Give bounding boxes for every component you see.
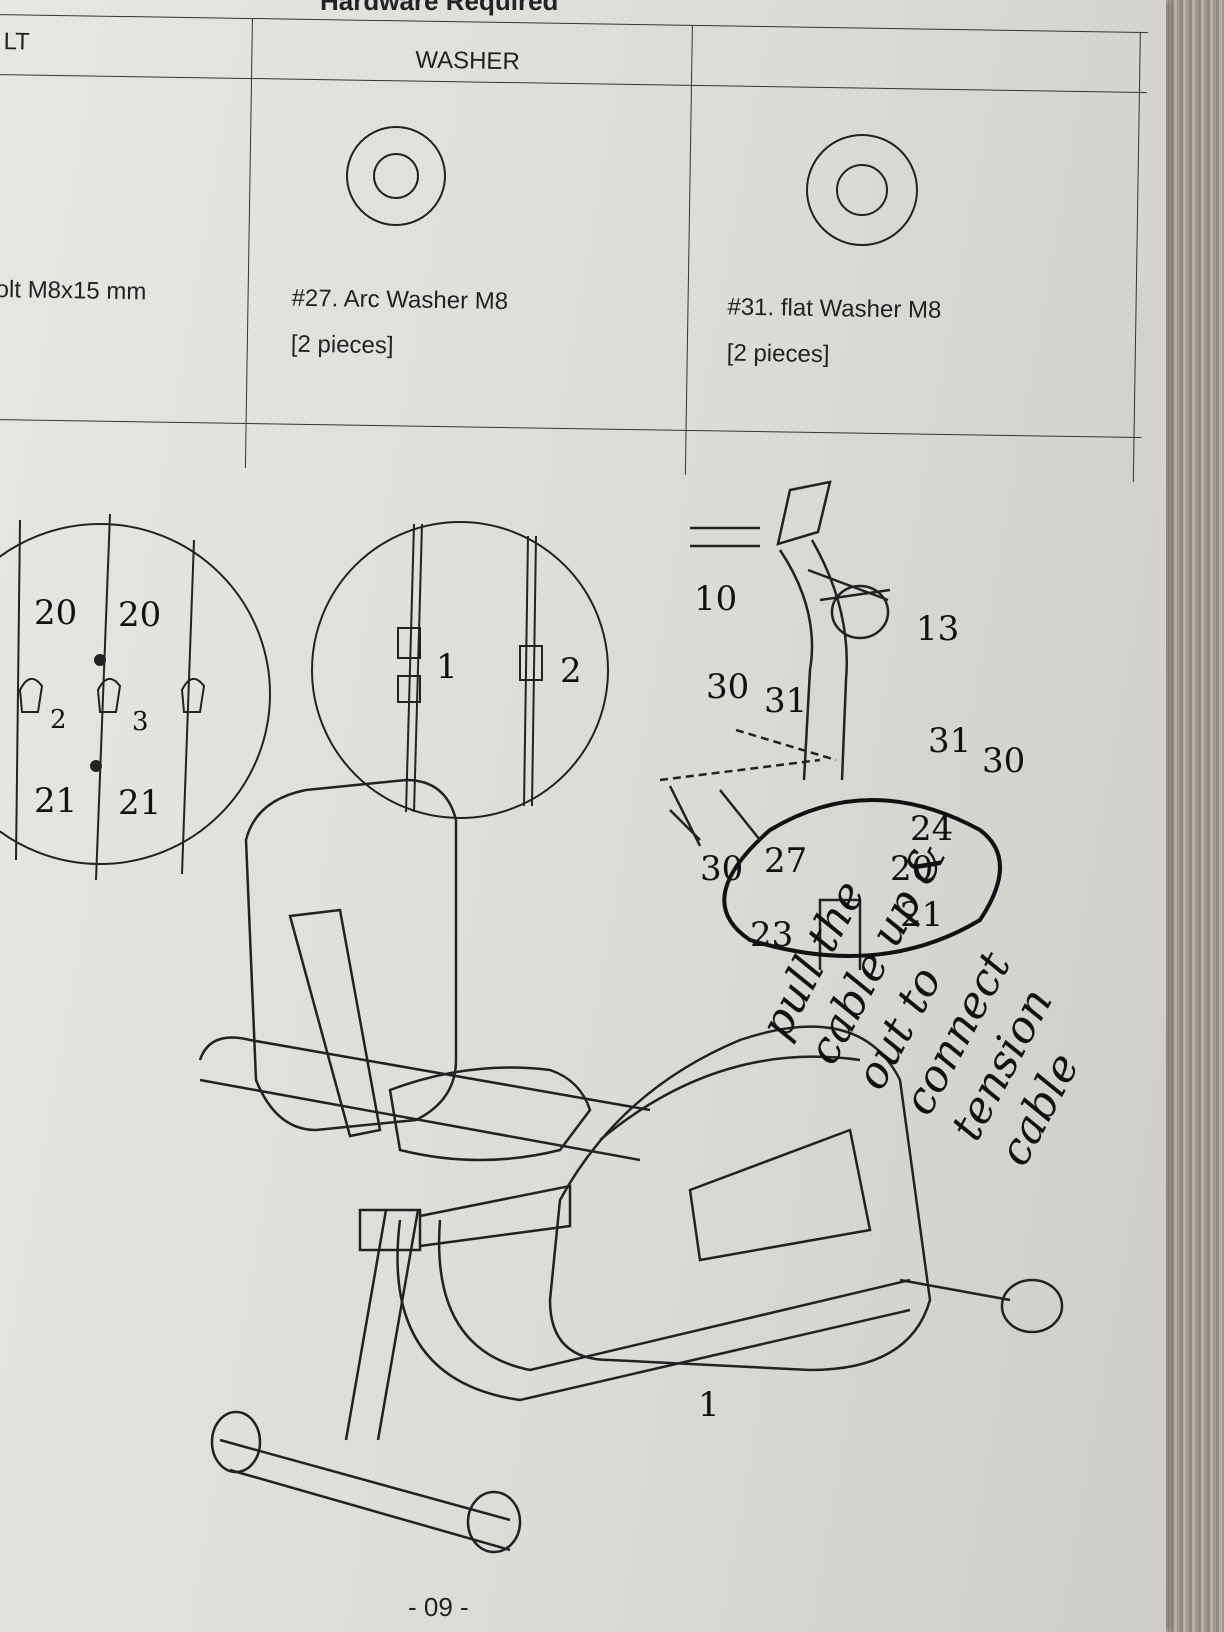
manual-page: Hardware Required LT WASHER olt M8x15 mm… (0, 0, 1166, 1632)
detail-circle-middle (311, 521, 609, 819)
flat-washer-icon (806, 134, 918, 246)
part-label-31: 31 (928, 721, 971, 761)
part-label-31: 31 (764, 681, 807, 721)
part-label-20: 20 (890, 849, 933, 889)
part-label-24: 24 (910, 809, 953, 849)
part-label-13: 13 (916, 609, 959, 649)
detail-label-2: 2 (560, 651, 582, 691)
detail-label-2: 2 (50, 705, 67, 735)
carpet-background (1162, 0, 1224, 1632)
detail-label-21: 21 (118, 783, 161, 823)
part-label-21: 21 (900, 895, 943, 935)
detail-label-3: 3 (132, 707, 149, 737)
arc-washer-icon (346, 126, 446, 226)
detail-label-1: 1 (436, 647, 458, 687)
page-number: - 09 - (408, 1592, 469, 1622)
part-label-27: 27 (764, 841, 807, 881)
part-label-30: 30 (706, 667, 749, 707)
detail-circle-left (0, 513, 271, 881)
part-label-10: 10 (694, 579, 737, 619)
part-label-23: 23 (750, 915, 793, 955)
recumbent-bike-drawing (198, 480, 1064, 1554)
part-label-1: 1 (698, 1385, 720, 1425)
part-label-30: 30 (982, 741, 1025, 781)
detail-label-21: 21 (34, 781, 77, 821)
part-label-30: 30 (700, 849, 743, 889)
detail-label-20: 20 (34, 593, 77, 633)
assembly-diagram: 20 20 2 3 21 21 1 2 (0, 126, 1064, 1554)
detail-label-20: 20 (118, 595, 161, 635)
page-header-title: Hardware Required (320, 0, 559, 16)
